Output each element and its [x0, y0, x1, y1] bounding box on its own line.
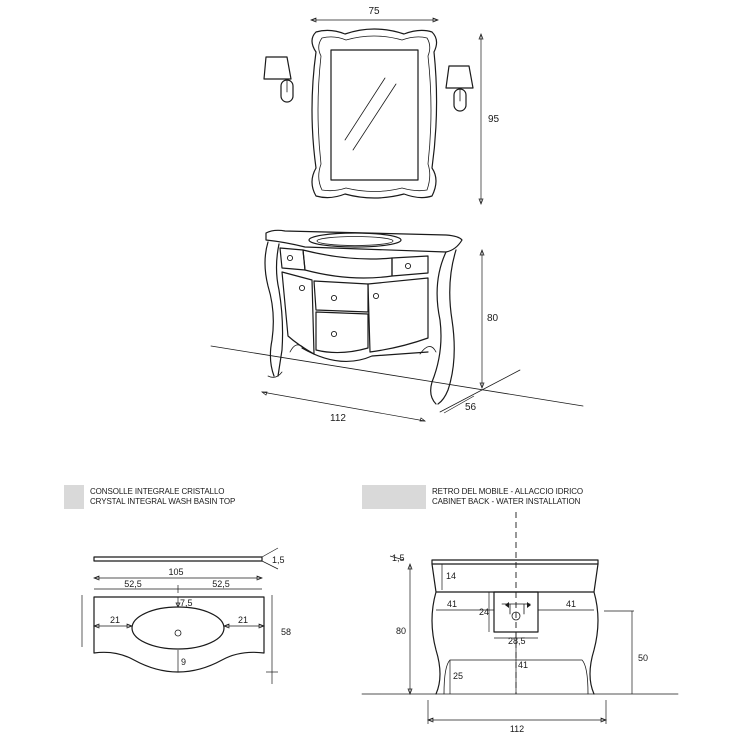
floor-depth-line	[439, 369, 521, 413]
drain-offset-arrow	[175, 602, 181, 608]
wall-lamp-right	[445, 65, 474, 112]
side-left-arrows	[93, 623, 133, 629]
floor-to-box-label: 50	[638, 653, 648, 663]
cabinet-width-dim-line	[261, 391, 426, 422]
back-total-width-arrows	[427, 717, 607, 723]
basin-total-width-label: 105	[168, 567, 183, 577]
mirror-frame-outer	[311, 28, 438, 199]
mirror-width-label: 75	[368, 6, 380, 17]
knob-door-right	[372, 292, 380, 300]
basin-thickness-label: 1,5	[272, 555, 285, 565]
drawer-top-right	[391, 255, 429, 277]
mirror-reflection-1	[344, 77, 386, 141]
basin-top-title-it: CONSOLLE INTEGRALE CRISTALLO	[90, 487, 225, 496]
cabinet-front-view: 80 112 56	[210, 229, 584, 424]
drain-offset-label: 7,5	[180, 598, 193, 608]
drawer-middle-2	[315, 311, 369, 354]
basin-top-title-text: CONSOLLE INTEGRALE CRISTALLO CRYSTAL INT…	[90, 487, 235, 507]
basin-bowl	[308, 232, 402, 248]
basin-top-drawing: 1,5 105 52,5 52,5 7,5 21 21 9 58	[81, 547, 291, 684]
knob-drawer-2	[330, 330, 338, 338]
back-total-height-arrows	[407, 563, 413, 695]
box-width-label: 28,5	[508, 636, 526, 646]
side-left-label: 21	[110, 615, 120, 625]
basin-top-title-swatch	[64, 485, 84, 509]
basin-drain	[174, 629, 182, 637]
knob-door-left	[298, 284, 306, 292]
mirror-group: 75 95	[310, 6, 500, 205]
lamp-left-shade	[263, 56, 292, 80]
cabinet-width-arrows	[260, 391, 427, 422]
mirror-height-arrows	[478, 33, 484, 205]
lamp-right-shade	[445, 65, 474, 89]
mirror-reflection-2	[352, 83, 397, 151]
mirror-width-arrows	[310, 17, 439, 23]
drain-pipe-icon	[511, 611, 521, 621]
back-top-slab	[431, 559, 599, 565]
cabinet-back-title-it: RETRO DEL MOBILE - ALLACCIO IDRICO	[432, 487, 584, 496]
mirror-height-label: 95	[488, 114, 500, 125]
knob-drawer-1	[330, 294, 338, 302]
water-valve-icons	[505, 602, 531, 608]
wall-lamp-left	[263, 56, 294, 103]
left-to-box-label: 41	[447, 599, 457, 609]
thickness-leader-bottom	[261, 560, 279, 570]
box-height-label: 24	[479, 607, 489, 617]
cabinet-foot-left	[267, 371, 283, 378]
cabinet-height-label: 80	[487, 313, 499, 324]
mirror-glass	[330, 49, 419, 181]
top-band-label: 14	[446, 571, 456, 581]
leg-height-label: 25	[453, 671, 463, 681]
thickness-leader-top	[261, 547, 279, 558]
front-gap-label: 9	[181, 657, 186, 667]
floor-line	[210, 345, 584, 407]
cabinet-height-arrows	[479, 249, 485, 389]
top-thickness-label: 1,5	[392, 553, 405, 563]
door-left	[281, 271, 315, 355]
basin-top-title: CONSOLLE INTEGRALE CRISTALLO CRYSTAL INT…	[64, 485, 235, 509]
basin-plan-bowl	[131, 606, 225, 650]
basin-side-profile	[93, 556, 263, 562]
basin-bowl-inner	[316, 236, 394, 246]
door-right	[367, 277, 429, 353]
knob-top-left	[286, 254, 294, 262]
right-to-box-label: 41	[566, 599, 576, 609]
cabinet-back-title-en: CABINET BACK - WATER INSTALLATION	[432, 497, 581, 506]
drawer-top-center	[302, 249, 393, 279]
basin-plan-outline	[93, 596, 265, 673]
back-total-height-label: 80	[396, 626, 406, 636]
drawer-middle-1	[313, 280, 369, 313]
side-right-label: 21	[238, 615, 248, 625]
cabinet-body	[264, 241, 457, 405]
cabinet-back-title: RETRO DEL MOBILE - ALLACCIO IDRICO CABIN…	[362, 485, 583, 509]
cabinet-back-drawing: 1,5 14 41 41 24 28,5 41 25 80	[361, 512, 679, 734]
side-right-arrows	[223, 623, 265, 629]
basin-top-title-en: CRYSTAL INTEGRAL WASH BASIN TOP	[90, 497, 236, 506]
cabinet-depth-label: 56	[465, 402, 477, 413]
cabinet-width-label: 112	[330, 413, 346, 424]
top-thickness-leader	[389, 555, 405, 561]
mirror-frame-inner	[317, 35, 432, 192]
back-total-width-label: 112	[510, 724, 524, 734]
knob-top-right	[404, 262, 412, 270]
basin-depth-label: 58	[281, 627, 291, 637]
basin-half-left-label: 52,5	[124, 579, 142, 589]
cabinet-back-title-swatch	[362, 485, 426, 509]
cabinet-depth-dim-line	[443, 395, 475, 414]
drain-height-label: 41	[518, 660, 528, 670]
cabinet-arch-right	[419, 346, 437, 355]
cabinet-back-title-text: RETRO DEL MOBILE - ALLACCIO IDRICO CABIN…	[432, 487, 583, 507]
basin-total-width-arrows	[93, 575, 263, 581]
cabinet-countertop	[265, 229, 463, 253]
basin-half-right-label: 52,5	[212, 579, 230, 589]
